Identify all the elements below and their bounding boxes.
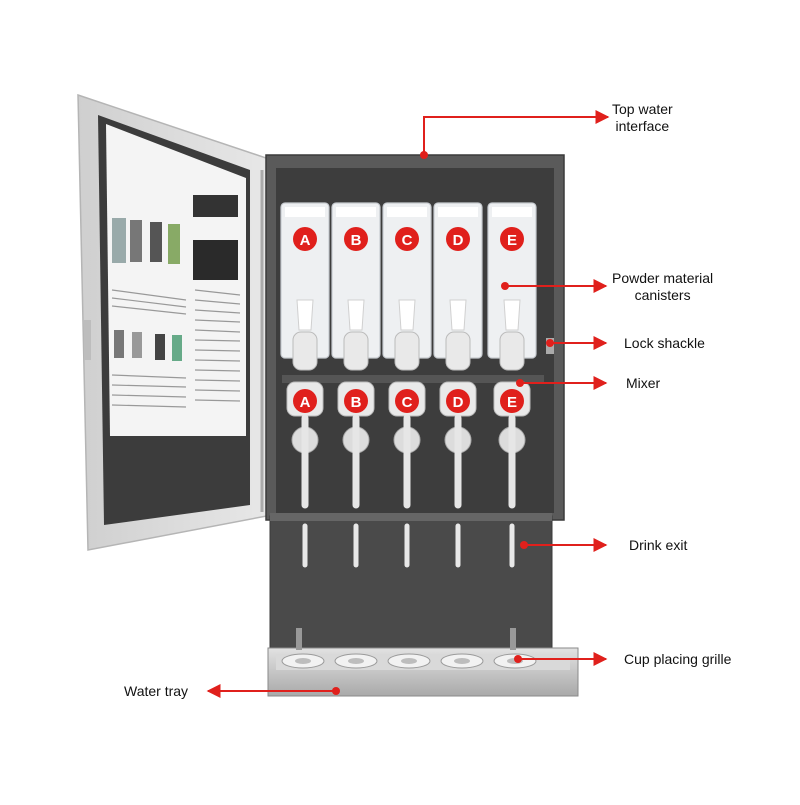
canister-label: C <box>402 232 413 249</box>
mixer-d: D <box>439 331 477 568</box>
callout-powder-line2: canisters <box>634 287 691 303</box>
callout-lock-shackle: Lock shackle <box>624 335 705 351</box>
canister-label: B <box>351 232 362 249</box>
canister-lid <box>438 207 478 217</box>
mixer-label: A <box>300 394 311 411</box>
mixer-label: E <box>507 394 517 411</box>
door-handle <box>84 320 91 360</box>
canister-d: D <box>433 202 483 359</box>
grille-drain <box>348 658 364 664</box>
open-door <box>77 93 273 551</box>
canister-label-badge <box>344 227 368 251</box>
grille-drain <box>401 658 417 664</box>
callout-top-water-line1: Top water <box>612 101 673 117</box>
tray-post-left <box>296 628 302 650</box>
canister-label-badge <box>293 227 317 251</box>
callout-powder-material-canisters: Powder material canisters <box>612 270 713 304</box>
canister-lid <box>285 207 325 217</box>
mixer-label-badge <box>293 389 317 413</box>
canister-outlet <box>398 299 416 331</box>
mixer-label-badge <box>446 389 470 413</box>
mixer-label-badge <box>500 389 524 413</box>
canister-outlet <box>449 299 467 331</box>
canister-label-badge <box>500 227 524 251</box>
callout-powder-line1: Powder material <box>612 270 714 286</box>
mixer-a: A <box>286 331 324 568</box>
canister-label-badge <box>395 227 419 251</box>
mixer-funnel <box>292 331 318 371</box>
canister-lid <box>387 207 427 217</box>
mixer-e: E <box>493 331 531 568</box>
canister-b: B <box>331 202 381 359</box>
cup-placing-grille <box>281 653 537 669</box>
callout-top-water-line2: interface <box>615 118 670 134</box>
manual-illustrations <box>112 195 238 361</box>
canister-label-badge <box>446 227 470 251</box>
callout-cup-placing-grille: Cup placing grille <box>624 651 732 667</box>
mixer-c: C <box>388 331 426 568</box>
mixers: A B C D E <box>286 331 531 568</box>
mixer-b: B <box>337 331 375 568</box>
callout-mixer: Mixer <box>626 375 661 391</box>
mixer-label: D <box>453 394 464 411</box>
canister-lid <box>336 207 376 217</box>
canister-a: A <box>280 202 330 359</box>
canister-outlet <box>347 299 365 331</box>
callout-leaders <box>206 110 610 698</box>
powder-canisters: A B C D E <box>280 202 537 359</box>
tray-post-right <box>510 628 516 650</box>
callout-drink-exit: Drink exit <box>629 537 688 553</box>
cabinet-lower <box>269 515 553 649</box>
mixer-funnel <box>343 331 369 371</box>
mixer-funnel <box>445 331 471 371</box>
canister-label: D <box>453 232 464 249</box>
canister-outlet <box>296 299 314 331</box>
callout-anchors <box>332 151 554 695</box>
mixer-label-badge <box>344 389 368 413</box>
mixer-funnel <box>394 331 420 371</box>
grille-drain <box>295 658 311 664</box>
mixer-label: C <box>402 394 413 411</box>
mixer-label-badge <box>395 389 419 413</box>
callout-top-water-interface: Top water interface <box>612 101 673 135</box>
leader-top-water <box>423 110 610 155</box>
drip-shelf <box>270 513 552 521</box>
mixer-label: B <box>351 394 362 411</box>
callout-water-tray: Water tray <box>124 683 189 699</box>
canister-lid <box>492 207 532 217</box>
grille-drain <box>454 658 470 664</box>
mixer-funnel <box>499 331 525 371</box>
water-tray-unit <box>267 628 579 697</box>
canister-outlet <box>503 299 521 331</box>
canister-label: A <box>300 232 311 249</box>
canister-e: E <box>487 202 537 359</box>
canister-label: E <box>507 232 517 249</box>
mixer-bracket <box>282 375 544 383</box>
